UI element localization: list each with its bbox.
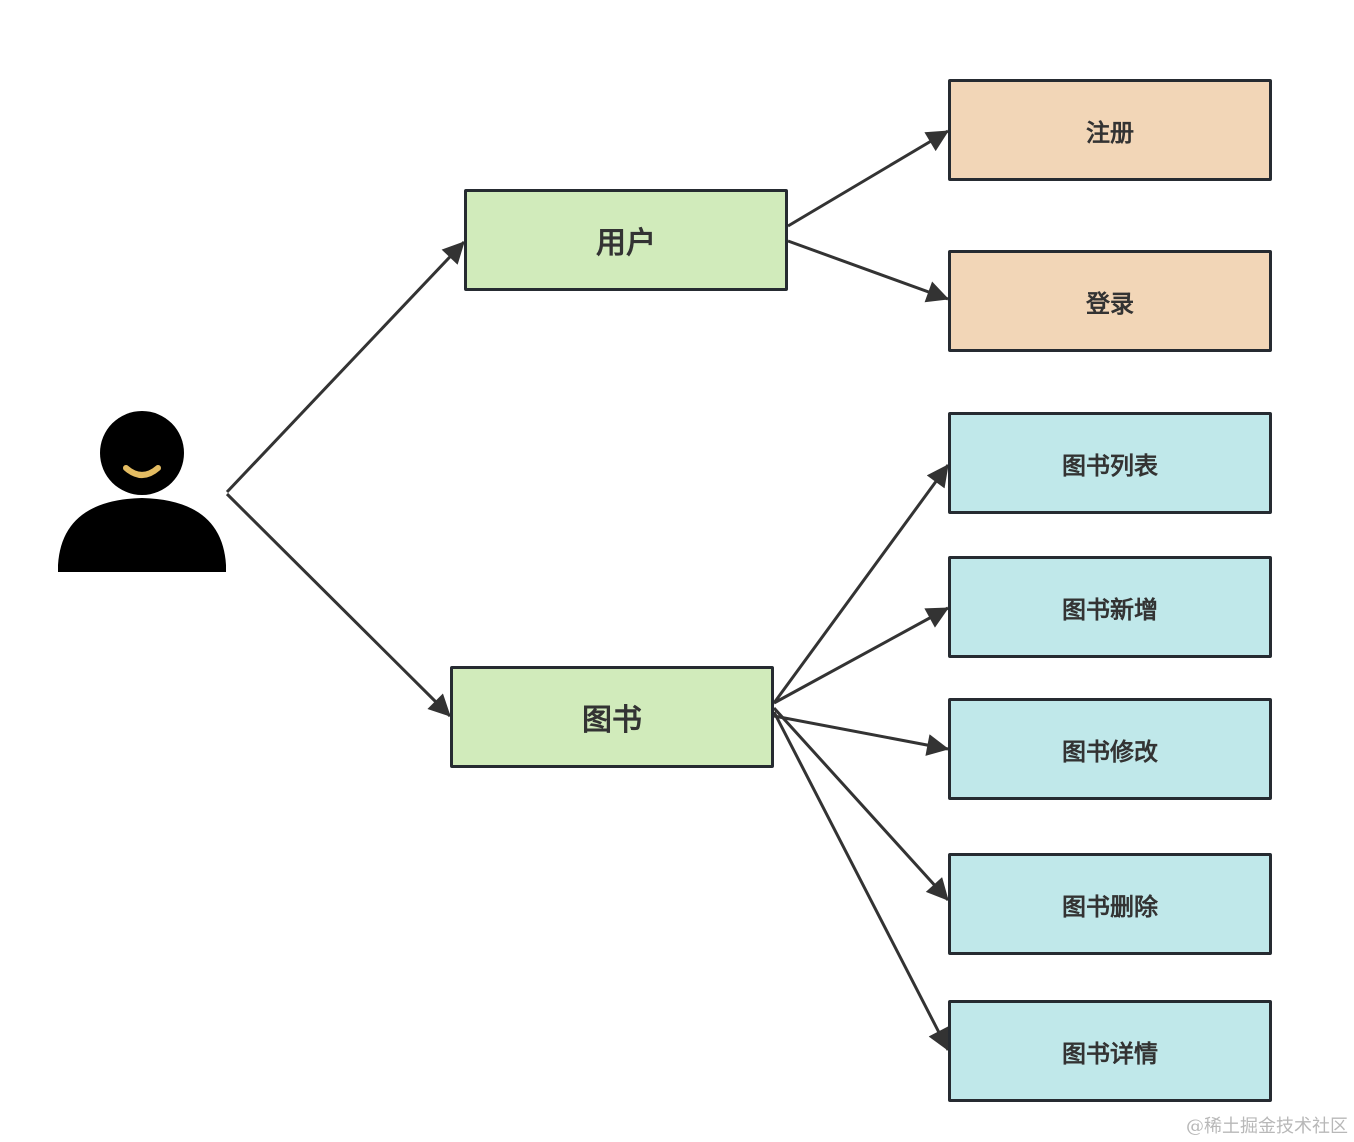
- node-book-list[interactable]: 图书列表: [948, 412, 1272, 514]
- node-book-add[interactable]: 图书新增: [948, 556, 1272, 658]
- node-user-label: 用户: [596, 226, 656, 261]
- node-book[interactable]: 图书: [450, 666, 774, 768]
- edge-book-to-book-edit: [773, 714, 950, 756]
- user-icon-head: [100, 411, 184, 495]
- node-book-delete-label: 图书删除: [1062, 892, 1158, 921]
- edges: [225, 129, 950, 1051]
- node-book-edit[interactable]: 图书修改: [948, 698, 1272, 800]
- edge-book-to-book-detail: [772, 711, 950, 1051]
- node-book-delete[interactable]: 图书删除: [948, 853, 1272, 955]
- edge-book-to-book-delete: [772, 706, 950, 902]
- node-book-list-label: 图书列表: [1062, 451, 1158, 480]
- node-book-detail[interactable]: 图书详情: [948, 1000, 1272, 1102]
- node-book-edit-label: 图书修改: [1062, 737, 1158, 766]
- node-login-label: 登录: [1086, 289, 1134, 318]
- user-icon-body: [58, 498, 226, 572]
- node-book-add-label: 图书新增: [1062, 595, 1158, 624]
- node-register[interactable]: 注册: [948, 79, 1272, 181]
- node-user[interactable]: 用户: [464, 189, 788, 291]
- edge-book-to-book-list: [772, 464, 950, 704]
- edge-book-to-book-add: [773, 606, 949, 705]
- node-book-detail-label: 图书详情: [1062, 1039, 1158, 1068]
- edge-user-to-login: [787, 239, 950, 303]
- edge-actor-to-user: [225, 240, 466, 494]
- node-login[interactable]: 登录: [948, 250, 1272, 352]
- edge-user-to-register: [787, 129, 949, 228]
- node-book-label: 图书: [582, 703, 642, 738]
- user-icon: [58, 411, 226, 572]
- edge-actor-to-book: [225, 492, 452, 718]
- user-icon-smile: [123, 465, 161, 478]
- node-register-label: 注册: [1086, 118, 1134, 147]
- watermark: @稀土掘金技术社区: [1186, 1116, 1348, 1137]
